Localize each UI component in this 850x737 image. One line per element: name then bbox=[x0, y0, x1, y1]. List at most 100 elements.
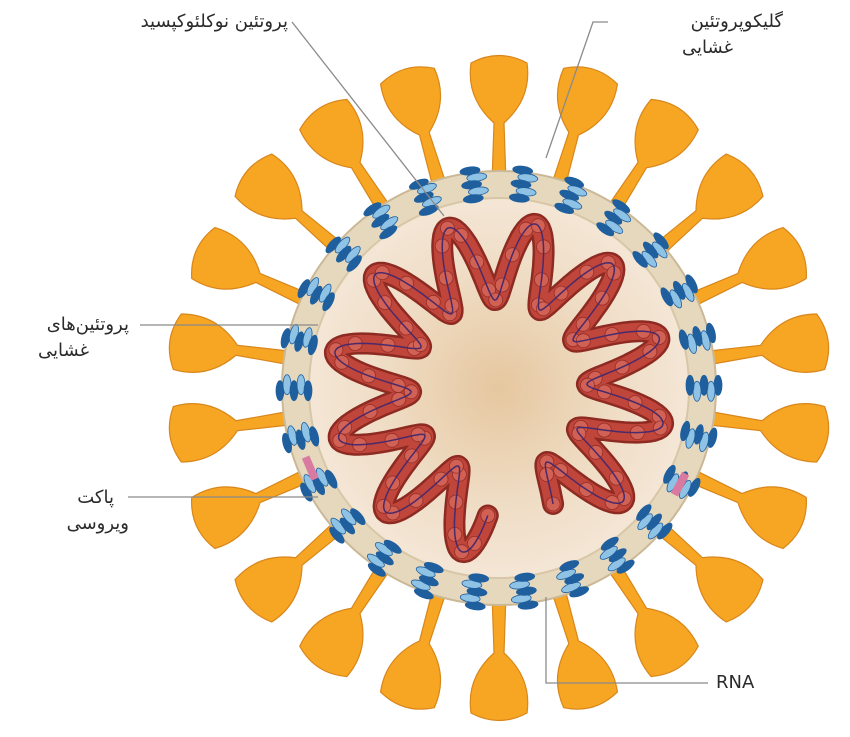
protein-coil bbox=[632, 250, 648, 268]
membrane-protein bbox=[556, 560, 590, 598]
membrane-protein bbox=[280, 323, 318, 356]
envelope-protein bbox=[301, 455, 319, 481]
spike bbox=[603, 555, 699, 678]
spike-shape bbox=[648, 516, 764, 623]
protein-coil bbox=[663, 464, 676, 484]
protein-coil bbox=[660, 287, 674, 307]
membrane-protein bbox=[509, 572, 539, 610]
spike bbox=[469, 54, 529, 184]
spike bbox=[648, 153, 764, 260]
protein-coil bbox=[468, 573, 490, 583]
protein-coil bbox=[559, 560, 580, 572]
protein-coil bbox=[379, 225, 398, 240]
leader-lines bbox=[128, 21, 708, 684]
label-envelope-line1: پاکت bbox=[77, 487, 114, 508]
spike bbox=[234, 153, 350, 260]
protein-coil bbox=[423, 562, 444, 574]
spike-shape bbox=[168, 313, 298, 373]
spike bbox=[168, 403, 298, 463]
protein-coil bbox=[680, 420, 691, 442]
protein-coil bbox=[350, 508, 366, 526]
spike bbox=[379, 66, 449, 195]
spike-shape bbox=[700, 313, 830, 373]
membrane-protein bbox=[410, 562, 444, 600]
spike bbox=[379, 581, 449, 710]
protein-coil bbox=[346, 255, 362, 272]
spike bbox=[648, 516, 764, 623]
spike-shape bbox=[603, 555, 699, 678]
membrane-protein bbox=[459, 573, 490, 611]
membrane-protein bbox=[678, 322, 716, 354]
membrane-protein bbox=[660, 274, 698, 309]
rna-strand bbox=[334, 223, 664, 553]
leader-rna bbox=[545, 597, 708, 684]
membrane-protein bbox=[632, 232, 669, 268]
label-membrane-proteins: پروتئین‌های غشایی bbox=[5, 312, 129, 364]
spike-shape bbox=[549, 581, 619, 710]
leader-glycoprotein bbox=[545, 21, 608, 159]
membrane-proteins bbox=[275, 165, 723, 611]
label-glycoprotein-line1: گلیکوپروتئین bbox=[690, 11, 783, 32]
protein-coil bbox=[309, 426, 320, 447]
spike-shape bbox=[681, 226, 807, 311]
membrane-protein bbox=[329, 508, 366, 544]
membrane-protein bbox=[685, 374, 723, 402]
protein-coil bbox=[685, 374, 695, 396]
membrane-protein bbox=[325, 236, 362, 272]
label-glycoprotein: گلیکوپروتئین غشایی bbox=[615, 9, 783, 61]
protein-coil bbox=[596, 222, 615, 237]
protein-coil bbox=[462, 194, 484, 204]
membrane-protein bbox=[636, 504, 673, 540]
spike bbox=[549, 581, 619, 710]
spike-shape bbox=[469, 54, 529, 184]
spike-shape bbox=[234, 516, 350, 623]
protein-coil bbox=[678, 329, 689, 350]
spike-shape bbox=[648, 153, 764, 260]
protein-coil bbox=[324, 469, 338, 489]
membrane-protein bbox=[680, 420, 718, 453]
protein-coil bbox=[554, 202, 575, 214]
spike-shape bbox=[191, 465, 317, 550]
spike bbox=[700, 403, 830, 463]
membrane-protein bbox=[275, 374, 313, 402]
label-membrane-line2: غشایی bbox=[38, 340, 89, 361]
membrane-protein bbox=[363, 202, 399, 240]
spike bbox=[603, 98, 699, 221]
membrane-protein bbox=[596, 199, 632, 237]
spike bbox=[299, 555, 395, 678]
label-glycoprotein-line2: غشایی bbox=[682, 37, 733, 58]
protein-coil bbox=[303, 380, 313, 402]
spike-shape bbox=[469, 592, 529, 722]
membrane-protein bbox=[282, 422, 320, 454]
membrane-protein bbox=[508, 165, 539, 203]
spike bbox=[191, 465, 317, 550]
envelope-proteins bbox=[301, 455, 690, 497]
membrane-protein bbox=[459, 166, 489, 204]
protein-coil bbox=[418, 204, 439, 216]
spike-shape bbox=[168, 403, 298, 463]
spike bbox=[168, 313, 298, 373]
envelope-inner-edge bbox=[308, 197, 690, 579]
envelope-protein bbox=[670, 471, 690, 497]
nucleocapsid-coil bbox=[323, 212, 675, 564]
membrane-protein bbox=[297, 277, 335, 312]
spike bbox=[681, 465, 807, 550]
spike bbox=[700, 313, 830, 373]
spike-shape bbox=[299, 98, 395, 221]
label-envelope-line2: ویروسی bbox=[66, 513, 129, 534]
spike-shape bbox=[234, 153, 350, 260]
spike-shape bbox=[700, 403, 830, 463]
spike-shape bbox=[603, 98, 699, 221]
label-membrane-line1: پروتئین‌های bbox=[46, 314, 129, 335]
protein-coil bbox=[307, 334, 318, 356]
spike-shape bbox=[299, 555, 395, 678]
spike bbox=[299, 98, 395, 221]
spike-shape bbox=[379, 66, 449, 195]
protein-coil bbox=[600, 536, 619, 551]
membrane-protein bbox=[599, 536, 635, 574]
label-rna: RNA bbox=[716, 672, 755, 693]
protein-coil bbox=[322, 292, 335, 312]
spike-shape bbox=[191, 226, 317, 311]
protein-coil bbox=[636, 504, 652, 521]
spike-shape bbox=[379, 581, 449, 710]
